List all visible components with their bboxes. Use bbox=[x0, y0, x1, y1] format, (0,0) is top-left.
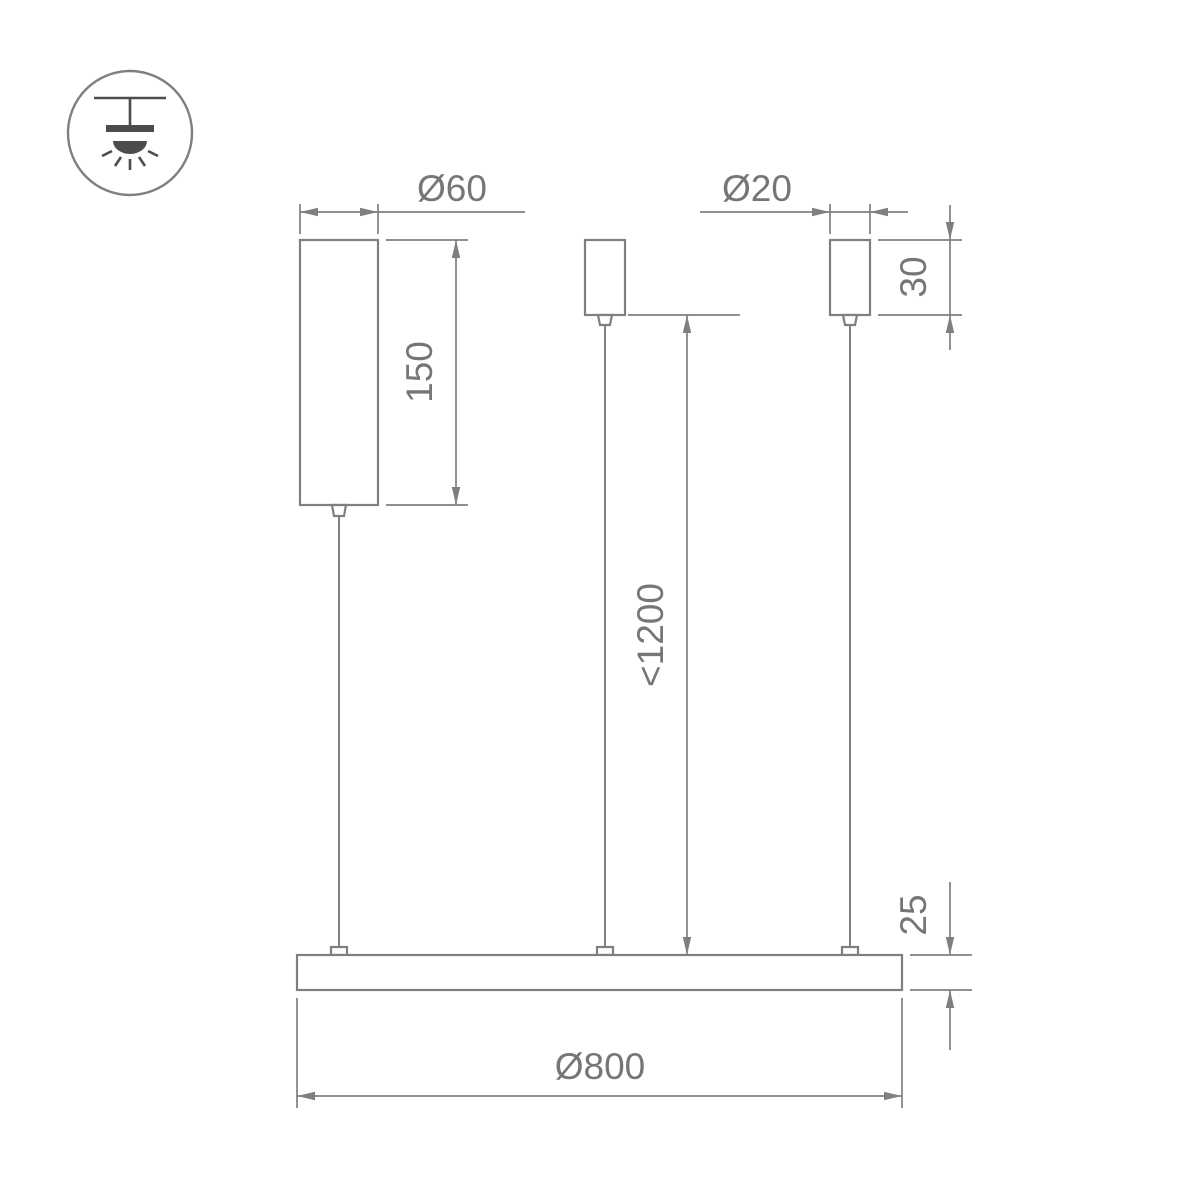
wire-connector-right bbox=[840, 945, 860, 957]
mount-type-icon bbox=[66, 69, 194, 197]
dim-label-grip-height: 30 bbox=[893, 256, 934, 297]
dim-label-canopy-diameter: Ø60 bbox=[417, 168, 487, 209]
dim-label-grip-diameter: Ø20 bbox=[722, 168, 792, 209]
arrowhead bbox=[360, 207, 378, 217]
dim-label-bar-thickness: 25 bbox=[893, 894, 934, 935]
arrowhead bbox=[682, 937, 692, 955]
dim-canopy-diameter: Ø60 bbox=[299, 168, 525, 234]
grip-right-gland bbox=[841, 313, 859, 327]
grip-right-body bbox=[828, 238, 872, 317]
dim-label-bar-diameter: Ø800 bbox=[555, 1046, 646, 1087]
dim-grip-diameter: Ø20 bbox=[700, 168, 908, 234]
wire-connector-left bbox=[329, 945, 349, 957]
dim-label-suspension-length: <1200 bbox=[630, 583, 671, 687]
icon-light-ray bbox=[147, 149, 159, 158]
arrowhead bbox=[884, 1091, 902, 1101]
icon-light-ray bbox=[137, 156, 147, 167]
canopy-body bbox=[298, 238, 380, 507]
arrowhead bbox=[682, 315, 692, 333]
icon-light-ray bbox=[101, 149, 113, 158]
dim-grip-height: 30 bbox=[878, 205, 962, 350]
dim-suspension-length: <1200 bbox=[628, 314, 740, 955]
grip-middle-gland bbox=[596, 313, 614, 327]
arrowhead bbox=[945, 990, 955, 1008]
dim-bar-diameter: Ø800 bbox=[296, 998, 903, 1108]
suspension-grip-right bbox=[828, 238, 872, 957]
arrowhead bbox=[945, 937, 955, 955]
wire-connector-middle bbox=[595, 945, 615, 957]
arrowhead bbox=[300, 207, 318, 217]
arrowhead bbox=[945, 222, 955, 240]
dim-label-canopy-height: 150 bbox=[399, 341, 440, 403]
canopy-cable-gland bbox=[330, 503, 348, 518]
arrowhead bbox=[870, 207, 888, 217]
arrowhead bbox=[297, 1091, 315, 1101]
light-bar bbox=[295, 953, 904, 992]
canopy bbox=[298, 238, 380, 957]
arrowhead bbox=[451, 240, 461, 258]
suspension-grip-middle bbox=[583, 238, 627, 957]
dim-canopy-height: 150 bbox=[386, 239, 468, 506]
arrowhead bbox=[945, 315, 955, 333]
icon-light-ray bbox=[113, 156, 123, 167]
dim-bar-thickness: 25 bbox=[893, 882, 972, 1050]
icon-shade-dome bbox=[113, 141, 147, 154]
icon-canopy-bar bbox=[106, 125, 154, 132]
grip-middle-body bbox=[583, 238, 627, 317]
icon-circle bbox=[66, 69, 194, 197]
arrowhead bbox=[812, 207, 830, 217]
arrowhead bbox=[451, 487, 461, 505]
